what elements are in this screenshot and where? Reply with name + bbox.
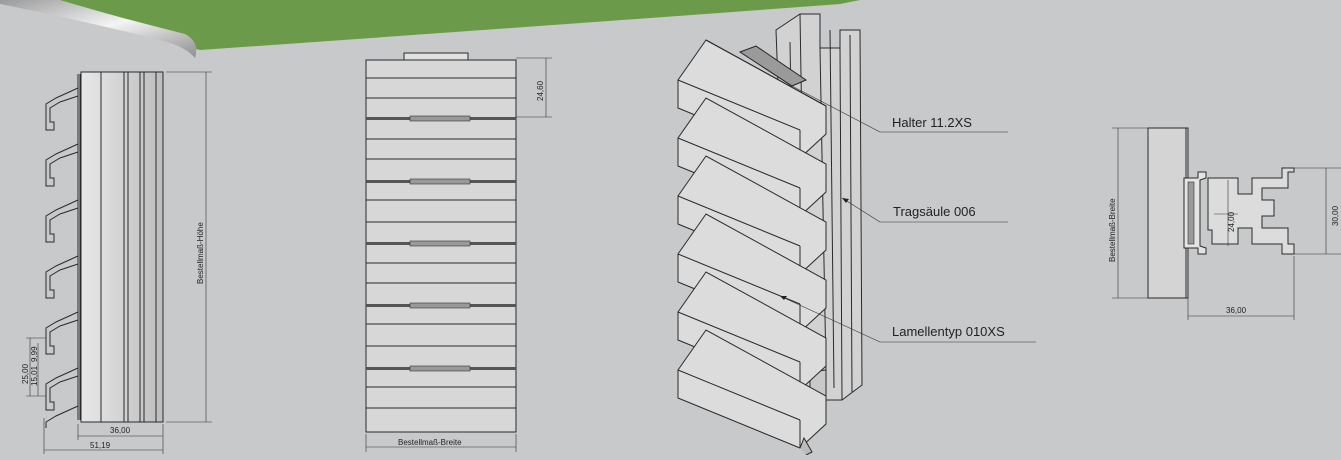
- hook: [45, 367, 79, 411]
- dim-9-99: 9,99: [30, 346, 39, 362]
- hook: [45, 87, 79, 131]
- section-height-dims: 24,00 30,00: [1227, 167, 1341, 255]
- height-dimension: Bestellmaß-Höhe: [166, 71, 212, 423]
- section-column: [1207, 167, 1295, 255]
- front-width-label: Bestellmaß-Breite: [398, 438, 462, 447]
- isometric-view: Halter 11.2XS Tragsäule 006 Lamellentyp …: [677, 13, 1036, 456]
- slat: [677, 39, 827, 159]
- side-profile-hooks: [45, 74, 81, 428]
- banner-ribbon: [0, 0, 860, 58]
- height-label: Bestellmaß-Höhe: [196, 222, 205, 284]
- slat: [677, 155, 827, 275]
- side-view: Bestellmaß-Höhe 25,00 15,01 9,99 36,00 5…: [21, 71, 212, 454]
- hook: [45, 255, 79, 299]
- section-view: Bestellmaß-Breite 24,00 30,00 36,00: [1108, 127, 1341, 320]
- callout-lamellentyp-label: Lamellentyp 010XS: [892, 324, 1005, 339]
- pitch-dimensions: 25,00 15,01 9,99: [21, 337, 46, 397]
- front-width-dimension: Bestellmaß-Breite: [365, 434, 517, 452]
- side-rail-body: [80, 71, 164, 423]
- slats: [677, 39, 827, 456]
- hook: [45, 199, 79, 243]
- front-slat-lines: [366, 77, 516, 409]
- front-view: 24,60 Bestellmaß-Breite: [365, 52, 552, 452]
- callout-halter-label: Halter 11.2XS: [892, 115, 972, 130]
- pitch-dimension: 24,60: [516, 57, 552, 118]
- callout-halter: Halter 11.2XS: [791, 85, 1008, 133]
- dim-51-19: 51,19: [90, 441, 111, 450]
- callout-tragsaeule: Tragsäule 006: [841, 197, 1008, 223]
- section-slat-face: [1147, 127, 1189, 299]
- dim-24-60: 24,60: [536, 80, 545, 101]
- dim-30-00: 30,00: [1331, 205, 1340, 226]
- dim-24-00: 24,00: [1227, 211, 1236, 232]
- callout-tragsaeule-label: Tragsäule 006: [893, 204, 976, 219]
- hook: [45, 143, 79, 187]
- section-width-dimension: Bestellmaß-Breite: [1108, 127, 1148, 299]
- slat: [677, 97, 827, 217]
- slat: [677, 329, 827, 449]
- slat: [677, 213, 827, 333]
- hook: [45, 311, 79, 355]
- callout-lamellentyp: Lamellentyp 010XS: [779, 295, 1036, 343]
- section-holder: [1183, 171, 1207, 255]
- front-holder-bars: [366, 115, 516, 372]
- hook: [45, 405, 79, 428]
- width-dimensions: 36,00 51,19: [43, 418, 164, 454]
- section-depth-dimension: 36,00: [1187, 254, 1295, 320]
- dim-36-00-section: 36,00: [1226, 306, 1247, 315]
- top-holder-clip: [738, 45, 808, 87]
- dim-15-01: 15,01: [30, 365, 39, 386]
- dim-25-00: 25,00: [21, 363, 30, 384]
- dim-36-00: 36,00: [110, 426, 131, 435]
- section-width-label: Bestellmaß-Breite: [1108, 198, 1117, 262]
